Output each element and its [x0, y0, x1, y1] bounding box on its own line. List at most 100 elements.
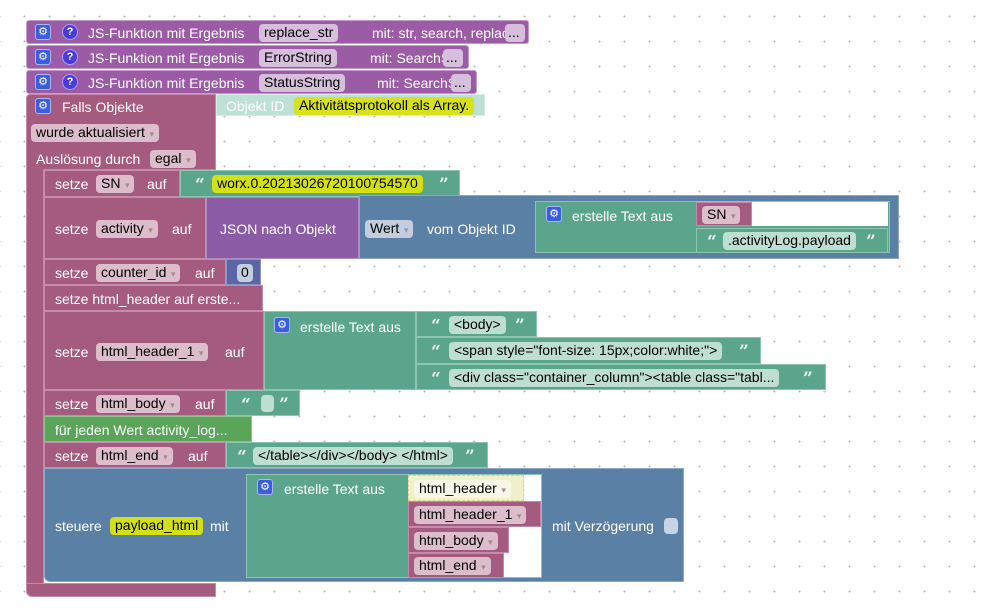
variable-dropdown-html-header-1[interactable]: html_header_1 [414, 506, 527, 524]
gear-icon[interactable]: ⚙ [257, 479, 273, 495]
text-field-body-tag[interactable]: <body> [449, 316, 506, 334]
gear-icon[interactable]: ⚙ [546, 206, 562, 222]
cause-dropdown[interactable]: egal [150, 150, 196, 168]
set-html-body-block[interactable]: setze html_body auf [44, 390, 226, 416]
object-id-block[interactable]: Objekt ID Aktivitätsprotokoll als Array. [216, 94, 485, 116]
more-button[interactable]: ... [443, 49, 463, 67]
variable-dropdown-activity[interactable]: activity [96, 220, 158, 238]
set-sn-block[interactable]: setze SN auf [44, 170, 180, 197]
trigger-block-footer [26, 583, 216, 597]
variable-dropdown-html-header-1[interactable]: html_header_1 [96, 343, 209, 361]
delay-label: mit Verzögerung [552, 518, 654, 534]
trigger-block-header[interactable]: ⚙ Falls Objekte wurde aktualisiert Auslö… [26, 94, 216, 170]
join-slot-empty [752, 202, 888, 226]
collapsed-for-each-block[interactable]: für jeden Wert activity_log... [44, 416, 252, 442]
set-counter-id-block[interactable]: setze counter_id auf [44, 259, 226, 285]
value-type-dropdown[interactable]: Wert [365, 220, 414, 238]
set-html-end-block[interactable]: setze html_end auf [44, 442, 226, 468]
setze-label: setze [55, 344, 89, 360]
join-text-label: erstelle Text aus [300, 319, 401, 335]
variable-dropdown-html-end[interactable]: html_end [96, 447, 173, 465]
close-quote-icon: ” [739, 342, 749, 362]
join-text-label: erstelle Text aus [572, 208, 673, 224]
text-block-activity-log-path[interactable]: “ .activityLog.payload ” [696, 228, 888, 253]
collapsed-set-html-header-block[interactable]: setze html_header auf erste... [44, 285, 263, 311]
js-function-label: JS-Funktion mit Ergebnis [88, 50, 245, 66]
variable-dropdown-html-header[interactable]: html_header [414, 480, 511, 498]
variable-dropdown-counter-id[interactable]: counter_id [96, 264, 181, 282]
json-to-object-label: JSON nach Objekt [220, 221, 336, 237]
trigger-title: Falls Objekte [62, 99, 144, 115]
variable-dropdown-sn[interactable]: SN [96, 175, 135, 193]
gear-icon[interactable]: ⚙ [35, 49, 51, 65]
more-button[interactable]: ... [451, 74, 471, 92]
set-html-header-1-block[interactable]: setze html_header_1 auf [44, 311, 264, 390]
js-function-block-status-string[interactable]: ⚙ ? JS-Funktion mit Ergebnis StatusStrin… [26, 70, 477, 94]
variable-dropdown-html-body[interactable]: html_body [96, 395, 180, 413]
text-field-div-tag[interactable]: <div class="container_column"><table cla… [449, 369, 780, 387]
setze-label: setze [55, 221, 89, 237]
js-function-label: JS-Funktion mit Ergebnis [88, 25, 245, 41]
text-block-body-tag[interactable]: “ <body> ” [416, 311, 537, 337]
open-quote-icon: “ [237, 447, 247, 467]
help-icon[interactable]: ? [62, 74, 78, 90]
close-quote-icon: ” [803, 369, 813, 389]
text-field-span-tag[interactable]: <span style="font-size: 15px;color:white… [449, 342, 723, 360]
variable-block-html-header[interactable]: html_header [408, 475, 524, 501]
number-field-counter[interactable]: 0 [237, 264, 253, 282]
variable-dropdown-sn[interactable]: SN [702, 206, 741, 224]
gear-icon[interactable]: ⚙ [274, 317, 290, 333]
from-object-label: vom Objekt ID [427, 221, 516, 237]
text-block-html-end[interactable]: “ </table></div></body> </html> ” [226, 442, 488, 468]
text-field-sn-value[interactable]: worx.0.20213026720100754570 [212, 175, 423, 193]
collapsed-block-label: setze html_header auf erste... [55, 291, 241, 307]
close-quote-icon: ” [465, 447, 475, 467]
text-block-sn-value[interactable]: “ worx.0.20213026720100754570 ” [180, 170, 460, 197]
variable-block-html-body[interactable]: html_body [408, 527, 509, 553]
setze-label: setze [55, 176, 89, 192]
text-field-activity-log-path[interactable]: .activityLog.payload [723, 232, 856, 250]
number-block-counter[interactable]: 0 [226, 259, 261, 285]
text-field-empty[interactable] [261, 395, 274, 412]
gear-icon[interactable]: ⚙ [35, 98, 51, 114]
text-block-div-tag[interactable]: “ <div class="container_column"><table c… [416, 364, 826, 390]
open-quote-icon: “ [195, 175, 205, 195]
function-name-field[interactable]: replace_str [259, 24, 339, 42]
join-text-block-header-1[interactable]: ⚙ erstelle Text aus [264, 311, 416, 390]
auf-label: auf [188, 448, 208, 464]
setze-label: setze [55, 265, 89, 281]
text-block-empty[interactable]: “ ” [226, 390, 300, 416]
delay-checkbox[interactable] [664, 518, 678, 534]
open-quote-icon: “ [431, 316, 441, 336]
variable-dropdown-html-body[interactable]: html_body [414, 532, 498, 550]
close-quote-icon: ” [515, 316, 525, 336]
js-function-block-error-string[interactable]: ⚙ ? JS-Funktion mit Ergebnis ErrorString… [26, 45, 469, 69]
variable-block-html-end[interactable]: html_end [408, 553, 504, 578]
variable-block-html-header-1[interactable]: html_header_1 [408, 501, 541, 527]
json-to-object-block[interactable]: JSON nach Objekt [206, 197, 359, 259]
help-icon[interactable]: ? [62, 49, 78, 65]
more-button[interactable]: ... [505, 24, 525, 42]
help-icon[interactable]: ? [62, 24, 78, 40]
setze-label: setze [55, 396, 89, 412]
variable-dropdown-html-end[interactable]: html_end [414, 557, 491, 575]
js-function-block-replace-str[interactable]: ⚙ ? JS-Funktion mit Ergebnis replace_str… [26, 20, 529, 44]
object-id-field[interactable]: Aktivitätsprotokoll als Array. [294, 97, 475, 115]
text-field-html-end[interactable]: </table></div></body> </html> [253, 447, 453, 465]
control-target-field[interactable]: payload_html [110, 517, 204, 535]
auf-label: auf [195, 396, 215, 412]
close-quote-icon: ” [279, 395, 289, 415]
set-activity-block[interactable]: setze activity auf [44, 197, 206, 259]
text-block-span-tag[interactable]: “ <span style="font-size: 15px;color:whi… [416, 337, 761, 364]
function-name-field[interactable]: StatusString [259, 74, 346, 92]
object-id-label: Objekt ID [226, 98, 285, 114]
gear-icon[interactable]: ⚙ [35, 24, 51, 40]
gear-icon[interactable]: ⚙ [35, 74, 51, 90]
trigger-block-spine [26, 169, 44, 590]
close-quote-icon: ” [866, 232, 876, 252]
function-name-field[interactable]: ErrorString [259, 49, 337, 67]
setze-label: setze [55, 448, 89, 464]
event-dropdown[interactable]: wurde aktualisiert [31, 124, 159, 142]
cause-label: Auslösung durch [36, 151, 141, 167]
variable-block-sn[interactable]: SN [696, 202, 752, 226]
